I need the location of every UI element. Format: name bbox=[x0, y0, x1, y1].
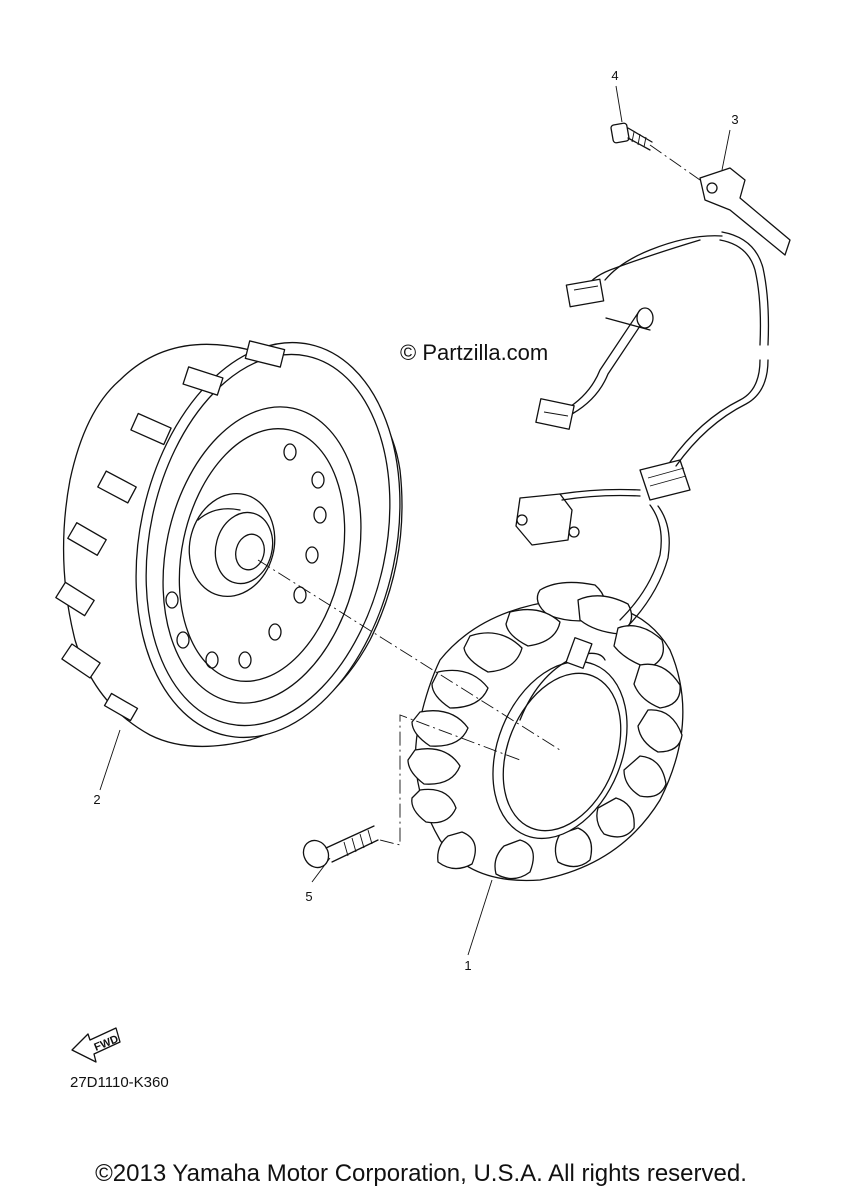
stator-wire-harness bbox=[515, 167, 791, 627]
callout-2: 2 bbox=[93, 792, 100, 807]
stator-assembly bbox=[407, 581, 684, 882]
flywheel-rotor bbox=[55, 340, 403, 748]
watermark: © Partzilla.com bbox=[400, 340, 548, 365]
fwd-arrow-icon: FWD bbox=[71, 1027, 121, 1063]
diagram-part-code: 27D1110-K360 bbox=[70, 1074, 169, 1091]
stator-bolt bbox=[302, 825, 379, 869]
leader-lines bbox=[99, 85, 731, 956]
callout-4: 4 bbox=[611, 68, 618, 83]
callout-5: 5 bbox=[305, 889, 312, 904]
callout-1: 1 bbox=[464, 958, 471, 973]
copyright-notice: ©2013 Yamaha Motor Corporation, U.S.A. A… bbox=[95, 1160, 747, 1187]
callout-3: 3 bbox=[731, 112, 738, 127]
assembly-guide-lines bbox=[257, 144, 701, 846]
bracket-bolt bbox=[610, 122, 653, 151]
